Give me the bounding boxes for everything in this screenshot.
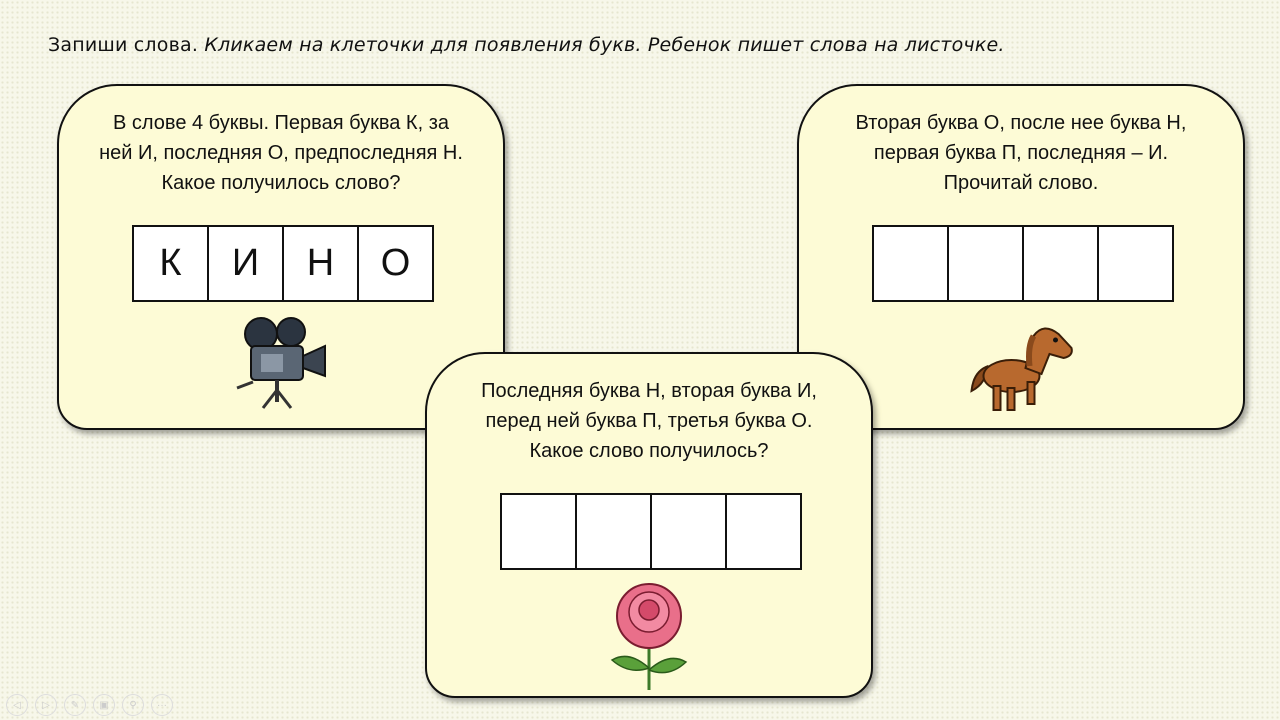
peony-flower-icon [610,583,688,690]
letter-grid [872,225,1174,302]
slideshow-controls: ◁ ▷ ✎ ▣ ⚲ ··· [6,694,173,716]
instruction: Запиши слова. Кликаем на клеточки для по… [48,34,1005,56]
zoom-button[interactable]: ⚲ [122,694,144,716]
letter-cell[interactable]: К [134,227,209,300]
previous-slide-button[interactable]: ◁ [6,694,28,716]
letter-cell[interactable] [577,495,652,568]
letter-cell[interactable] [949,227,1024,300]
letter-cell[interactable] [652,495,727,568]
letter-cell[interactable]: О [380,242,411,284]
letter-grid [500,493,802,570]
letter-cell[interactable] [1024,227,1099,300]
puzzle-card-3: Вторая буква О, после нее буква Н,первая… [797,84,1245,430]
letter-cell[interactable]: И [209,227,284,300]
letter-cell[interactable]: Н [284,227,359,300]
more-options-button[interactable]: ··· [151,694,173,716]
puzzle-card-2: Последняя буква Н, вторая буква И,перед … [425,352,873,698]
question: Вторая буква О, после нее буква Н,первая… [855,112,1187,194]
pen-tool-button[interactable]: ✎ [64,694,86,716]
letter-cell[interactable] [1099,227,1172,300]
movie-camera-icon [236,317,326,409]
slides-overview-button[interactable]: ▣ [93,694,115,716]
letter-cell[interactable] [502,495,577,568]
letter-cell[interactable] [874,227,949,300]
letter-cell[interactable] [727,495,800,568]
pony-icon [970,327,1073,411]
question: Последняя буква Н, вторая буква И,перед … [481,380,817,462]
next-slide-button[interactable]: ▷ [35,694,57,716]
